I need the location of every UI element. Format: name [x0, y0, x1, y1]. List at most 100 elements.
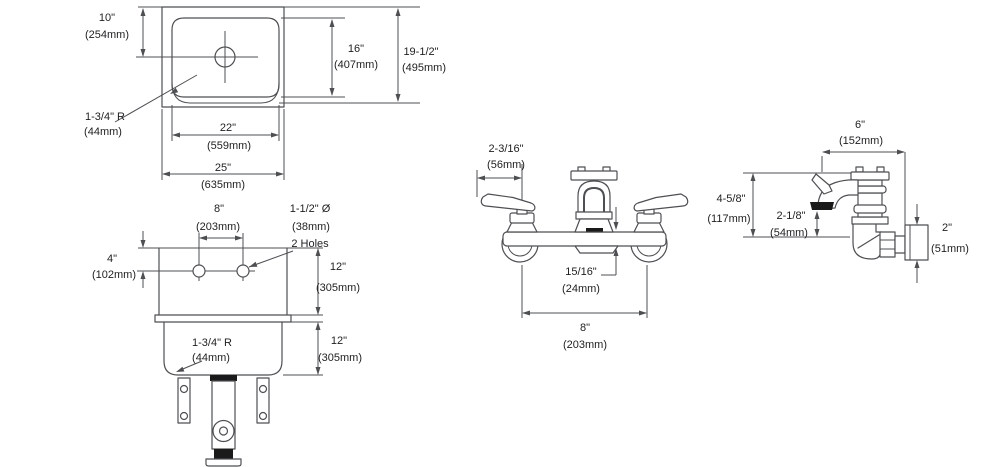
- bracket-left: [177, 377, 191, 424]
- arrow-leader-icon: [249, 261, 258, 267]
- faucet-front-view: 2-3/16" (56mm) 15/16" (24mm) 8" (203mm): [476, 143, 689, 351]
- drain-valve-center: [218, 426, 229, 436]
- faucet-hole-left: [192, 264, 206, 278]
- arrow-up-icon: [315, 248, 321, 256]
- dim-1516-mm: (24mm): [562, 283, 600, 295]
- spout-cap: [570, 170, 618, 181]
- arrow-up-icon: [750, 173, 756, 181]
- arrow-left-icon: [162, 171, 170, 177]
- radius-leader-line: [114, 74, 198, 123]
- arrow-down-icon: [140, 240, 146, 248]
- dim-16-mm: (407mm): [334, 59, 378, 71]
- holes-label-1: 1-1/2" Ø: [290, 203, 331, 215]
- arrow-up-icon: [395, 8, 401, 16]
- arrow-up-icon: [140, 271, 146, 279]
- body-nut-band: [851, 216, 889, 225]
- dim-25-in: 25": [215, 162, 231, 174]
- dim-16-in: 16": [348, 43, 364, 55]
- rim-flange: [154, 314, 292, 323]
- dim-8f-mm: (203mm): [196, 221, 240, 233]
- dim-8f-in: 8": [214, 203, 224, 215]
- wall-flange-block: [904, 224, 929, 261]
- arrow-down-icon: [613, 222, 619, 230]
- arrow-down-icon: [914, 217, 920, 225]
- cap-nub: [855, 166, 864, 173]
- dim-2316-in: 2-3/16": [488, 143, 523, 155]
- dim-12a-mm: (305mm): [316, 282, 360, 294]
- dim-195-mm: (495mm): [402, 62, 446, 74]
- bracket-hole: [179, 384, 189, 394]
- arrow-right-icon: [514, 175, 522, 181]
- dim-6-mm: (152mm): [839, 135, 883, 147]
- dim-radius2-mm: (44mm): [192, 352, 230, 364]
- coupling-nut-small: [894, 235, 906, 254]
- arrow-right-icon: [276, 171, 284, 177]
- coupling-nut-large: [879, 231, 896, 258]
- dim-6-in: 6": [855, 119, 865, 131]
- sink-top-view: 10" (254mm) 16" (407mm) 19-1/2" (495mm) …: [84, 6, 446, 191]
- arrow-left-icon: [522, 310, 530, 316]
- body-center-boss: [574, 245, 619, 254]
- dim-458-mm: (117mm): [707, 213, 750, 225]
- arrow-up-icon: [613, 248, 619, 256]
- arrow-leader-icon: [176, 366, 185, 372]
- faucet-hole-right: [236, 264, 250, 278]
- dim-2-mm: (51mm): [931, 243, 969, 255]
- handle-left: [480, 193, 536, 212]
- arrow-right-icon: [271, 132, 279, 138]
- dim-218-in: 2-1/8": [777, 210, 806, 222]
- bowl-outline: [171, 17, 280, 98]
- spout-label-band: [586, 228, 603, 232]
- body-ring-lower: [853, 204, 887, 214]
- bracket-hole: [258, 384, 268, 394]
- arrow-down-icon: [315, 307, 321, 315]
- bracket-right: [256, 377, 270, 424]
- arrow-down-icon: [140, 49, 146, 57]
- cap-nub: [876, 166, 885, 173]
- dim-12b-in: 12": [331, 335, 347, 347]
- dim-radius2-in: 1-3/4" R: [192, 337, 232, 349]
- arrow-right-icon: [897, 149, 905, 155]
- spout-collar: [575, 211, 613, 220]
- spout-outlet-band: [810, 202, 834, 210]
- dim-10-mm: (254mm): [85, 29, 129, 41]
- arrow-up-icon: [140, 8, 146, 16]
- arrow-up-icon: [914, 260, 920, 268]
- dim-195-in: 19-1/2": [403, 46, 438, 58]
- dim-22-mm: (559mm): [207, 140, 251, 152]
- arrow-down-icon: [329, 88, 335, 96]
- arrow-left-icon: [172, 132, 180, 138]
- spout-arch-inner: [583, 187, 605, 212]
- dim-4-mm: (102mm): [92, 269, 136, 281]
- dim-25-mm: (635mm): [201, 179, 245, 191]
- dim-8c-mm: (203mm): [563, 339, 607, 351]
- arrow-left-icon: [199, 235, 207, 241]
- arrow-right-icon: [235, 235, 243, 241]
- dim-1516-in: 15/16": [565, 266, 597, 278]
- faucet-side-view: 6" (152mm) 4-5/8" (117mm) 2-1/8" (54mm) …: [707, 119, 969, 283]
- dim-4-in: 4": [107, 253, 117, 265]
- faucet-hole: [214, 46, 236, 68]
- dim-radius-mm: (44mm): [84, 126, 122, 138]
- drain-foot: [205, 458, 242, 467]
- arrow-right-icon: [639, 310, 647, 316]
- holes-label-2: (38mm): [292, 221, 330, 233]
- arrow-down-icon: [395, 94, 401, 102]
- drain-flange: [210, 375, 237, 381]
- handle-right: [633, 193, 689, 212]
- body-neck: [857, 179, 883, 187]
- spout-bell: [574, 218, 614, 233]
- dim-12b-mm: (305mm): [318, 352, 362, 364]
- bracket-hole: [179, 411, 189, 421]
- spout-lever: [811, 173, 833, 195]
- holes-label-3: 2 Holes: [291, 238, 329, 250]
- faucet-body-bar: [502, 231, 667, 247]
- arrow-up-icon: [329, 19, 335, 27]
- arrow-down-icon: [814, 229, 820, 237]
- bracket-hole: [258, 411, 268, 421]
- arrow-left-icon: [477, 175, 485, 181]
- dim-218-mm: (54mm): [770, 227, 808, 239]
- drain-coupling: [214, 449, 233, 459]
